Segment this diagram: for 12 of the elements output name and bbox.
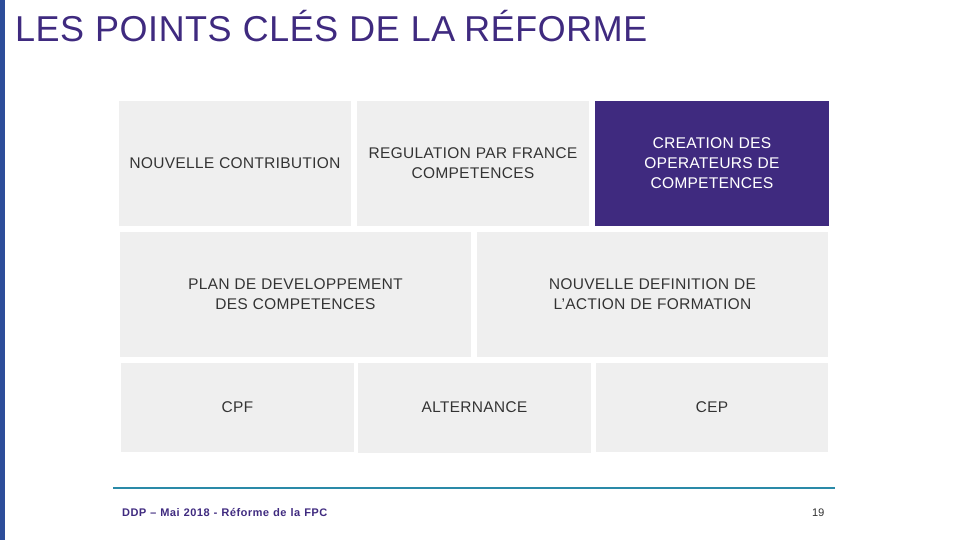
tile-label: ALTERNANCE [421,398,528,418]
tile-label: NOUVELLE CONTRIBUTION [129,154,341,174]
topic-tile [595,101,829,226]
tile-label: NOUVELLE DEFINITION DE L’ACTION DE FORMATION [548,274,758,314]
tile-label: REGULATION PAR FRANCE COMPETENCES [368,144,578,184]
footer-text: DDP – Mai 2018 - Réforme de la FPC [122,507,328,519]
tile-label: CREATION DES OPERATEURS DE COMPETENCES [643,134,781,194]
tile-label: CPF [222,398,254,418]
slide-title: LES POINTS CLÉS DE LA RÉFORME [15,8,648,50]
tile-label: CEP [696,398,728,418]
page-number: 19 [812,507,824,519]
tile-label: PLAN DE DEVELOPPEMENT DES COMPETENCES [187,274,404,314]
